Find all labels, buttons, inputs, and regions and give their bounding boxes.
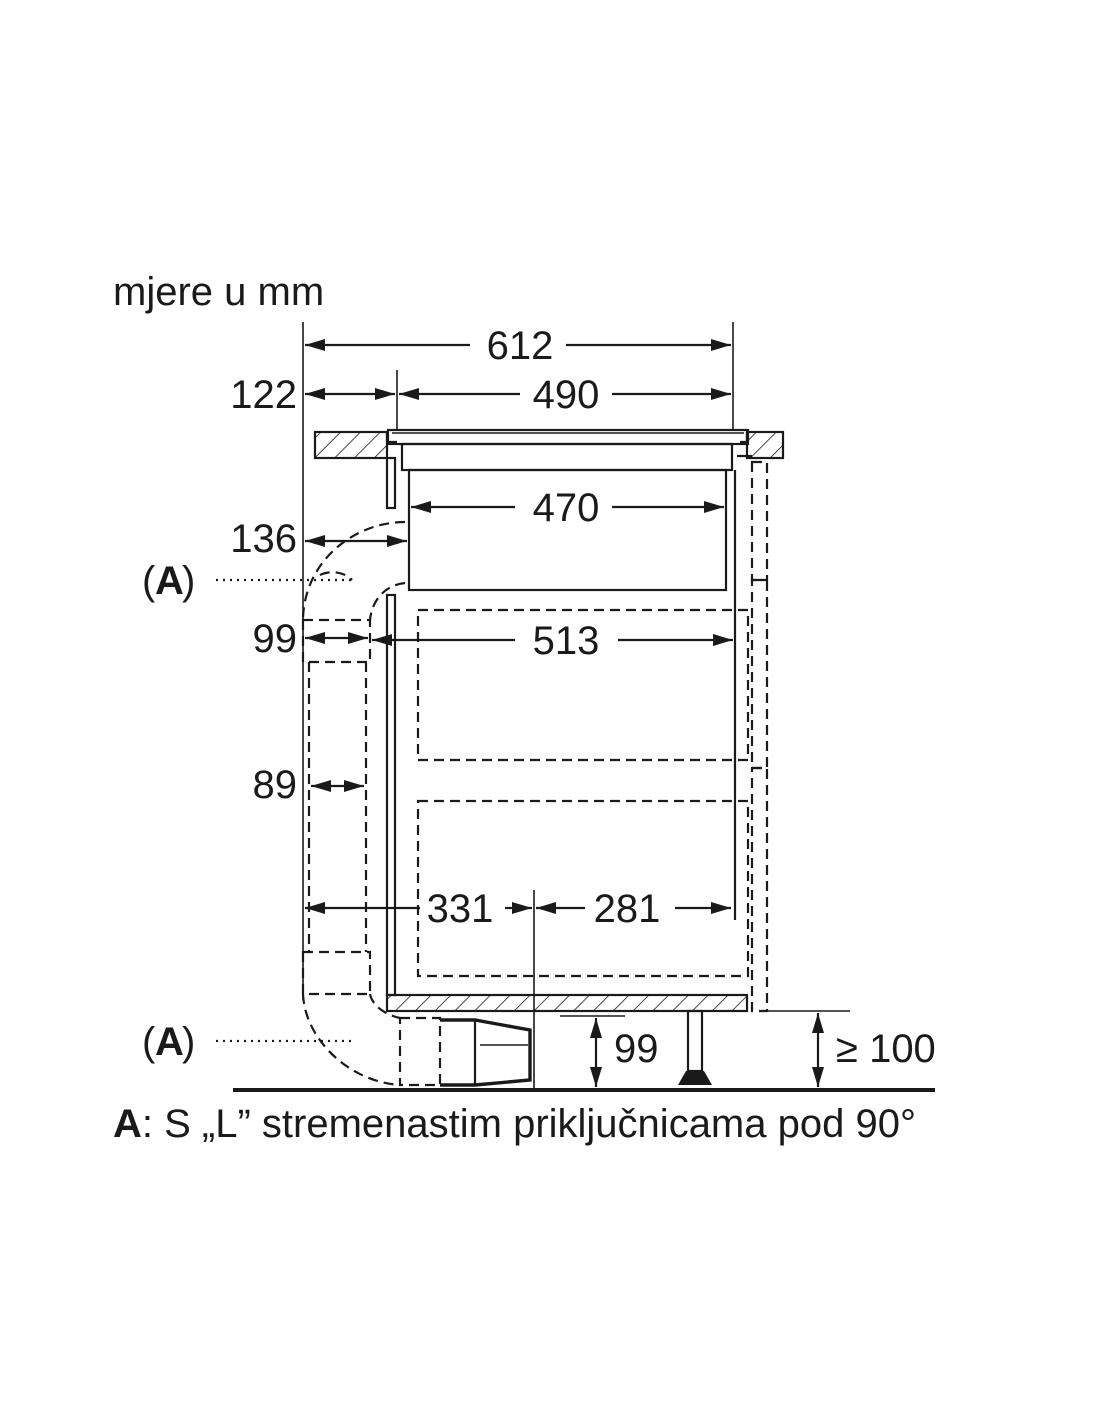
dim-331-281: 331 281 xyxy=(305,887,731,1090)
panel-lower xyxy=(385,593,397,997)
dim-612: 612 xyxy=(305,324,731,368)
dim-89: 89 xyxy=(253,763,364,807)
countertop xyxy=(313,430,785,460)
dim-99-bottom-label: 99 xyxy=(614,1027,659,1071)
dim-470: 470 xyxy=(411,486,724,530)
dim-490-label: 490 xyxy=(533,373,600,417)
dim-122-label: 122 xyxy=(230,373,297,417)
callout-a-upper-letter: A xyxy=(155,559,184,603)
callout-a-upper-close: ) xyxy=(182,559,195,603)
dim-99-side-label: 99 xyxy=(253,617,298,661)
legend-text: : S „L” stremenastim priključnicama pod … xyxy=(142,1102,916,1146)
dim-ge-100: ≥ 100 xyxy=(767,1010,936,1087)
dim-136: 136 xyxy=(230,517,407,561)
dim-513-label: 513 xyxy=(533,619,600,663)
dim-99-bottom: 99 xyxy=(560,1015,659,1087)
plinth-duct xyxy=(398,1016,532,1087)
drawers xyxy=(416,460,769,1013)
callout-a-lower-open: ( xyxy=(142,1020,156,1064)
legend: A: S „L” stremenastim priključnicama pod… xyxy=(113,1102,916,1146)
dim-612-label: 612 xyxy=(487,324,554,368)
dim-490: 490 xyxy=(399,373,731,417)
dim-136-label: 136 xyxy=(230,517,297,561)
duct-bend-upper xyxy=(301,520,406,621)
legend-key: A xyxy=(113,1102,142,1146)
cabinet-bottom xyxy=(385,993,749,1013)
dim-ge-100-label: ≥ 100 xyxy=(836,1027,936,1071)
dim-99-side: 99 xyxy=(253,617,368,661)
dim-513: 513 xyxy=(372,619,733,663)
callout-a-lower-letter: A xyxy=(155,1020,184,1064)
callout-a-lower: ( A ) xyxy=(142,1020,355,1064)
units-note: mjere u mm xyxy=(113,270,324,314)
hob xyxy=(386,428,752,592)
dim-89-label: 89 xyxy=(253,763,298,807)
cabinet-leg xyxy=(678,1009,712,1085)
callout-a-lower-close: ) xyxy=(182,1020,195,1064)
dim-281-label: 281 xyxy=(594,887,661,931)
callout-a-upper: ( A ) xyxy=(142,559,355,603)
dim-331-label: 331 xyxy=(427,887,494,931)
dim-470-label: 470 xyxy=(533,486,600,530)
duct-vertical xyxy=(301,618,401,1087)
dim-122: 122 xyxy=(230,373,395,417)
panel-upper xyxy=(385,456,397,510)
callout-a-upper-open: ( xyxy=(142,559,156,603)
